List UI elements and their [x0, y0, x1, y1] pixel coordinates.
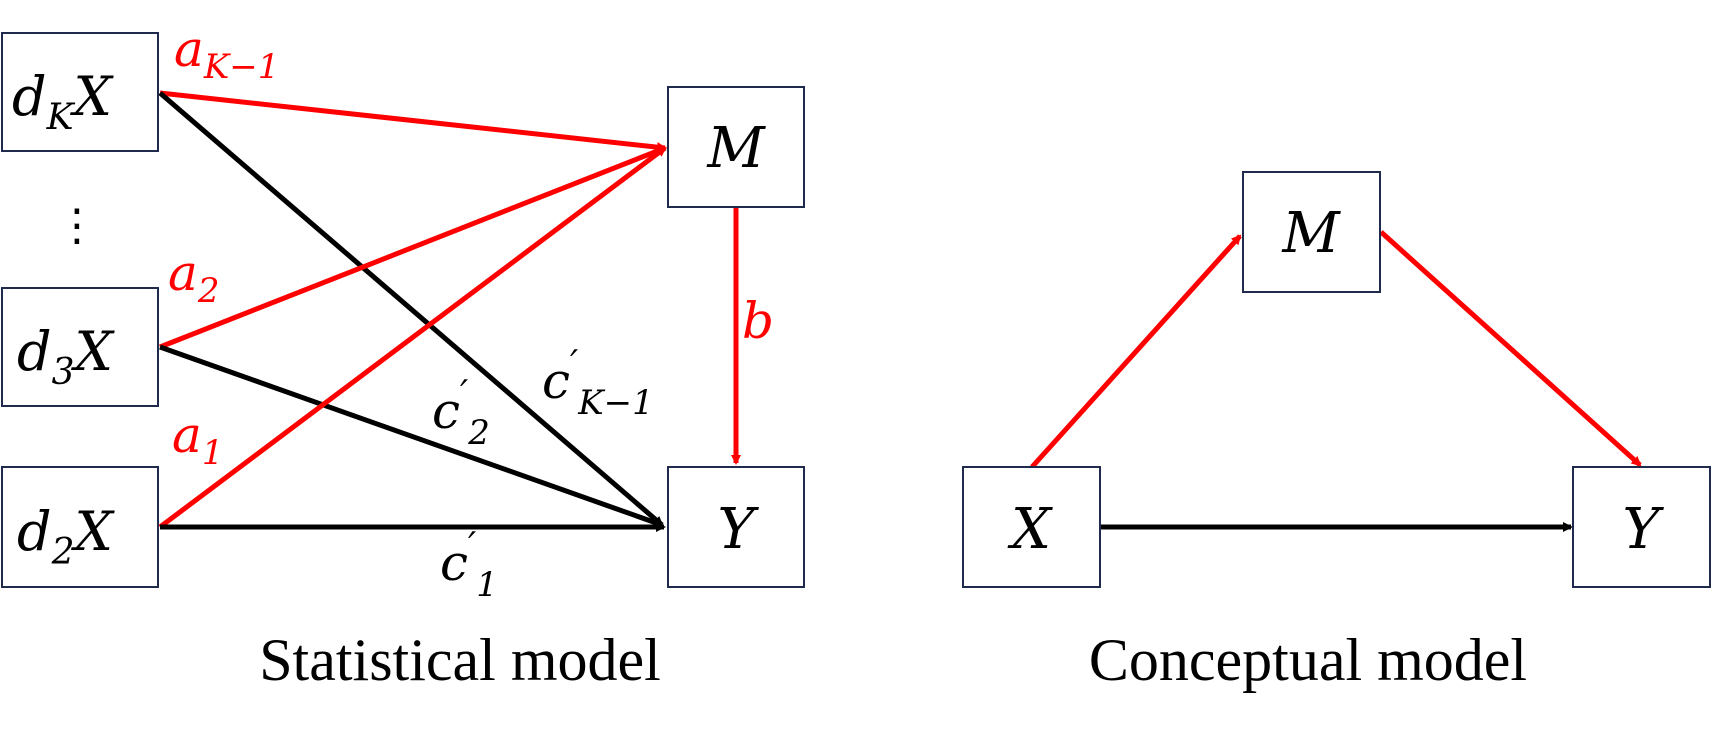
label-c-k-minus-1: c′K−1 — [542, 344, 654, 423]
ellipsis: ⋮ — [55, 200, 99, 251]
concept-node-x: X — [962, 466, 1101, 588]
concept-node-y: Y — [1572, 466, 1711, 588]
svg-text:X: X — [1007, 497, 1053, 562]
statistical-model: dKX ⋮ d3X d2X M Y aK−1 — [1, 20, 805, 693]
node-d2x: d2X — [1, 466, 159, 588]
path-a-k-minus-1-arrow — [159, 90, 667, 153]
node-m: M — [667, 86, 805, 208]
path-c-k-minus-1-arrow — [158, 91, 664, 527]
svg-text:d2X: d2X — [17, 500, 115, 573]
label-a2: a2 — [168, 244, 219, 311]
path-c2-arrow — [159, 344, 664, 528]
caption-conceptual: Conceptual model — [1089, 627, 1527, 693]
caption-statistical: Statistical model — [259, 627, 661, 693]
svg-text:M: M — [706, 116, 766, 181]
node-y: Y — [667, 466, 805, 588]
svg-text:d3X: d3X — [17, 320, 115, 393]
svg-text:Y: Y — [718, 497, 760, 562]
path-a2-arrow — [159, 145, 667, 350]
node-d3x: d3X — [1, 287, 159, 407]
node-dkx: dKX — [1, 32, 159, 152]
concept-node-m: M — [1242, 171, 1381, 293]
path-x-to-m-arrow — [1030, 234, 1242, 469]
conceptual-model: M X Y Conceptual model — [962, 171, 1711, 693]
svg-text:M: M — [1281, 201, 1341, 266]
label-c2: c′2 — [432, 374, 490, 453]
svg-text:dKX: dKX — [12, 65, 114, 138]
svg-text:Y: Y — [1623, 497, 1665, 562]
path-m-to-y-arrow — [1379, 230, 1642, 467]
path-a1-arrow — [158, 146, 667, 529]
label-a-k-minus-1: aK−1 — [174, 20, 279, 87]
label-c1: c′1 — [440, 526, 498, 605]
label-b: b — [742, 292, 774, 350]
label-a1: a1 — [172, 406, 223, 473]
